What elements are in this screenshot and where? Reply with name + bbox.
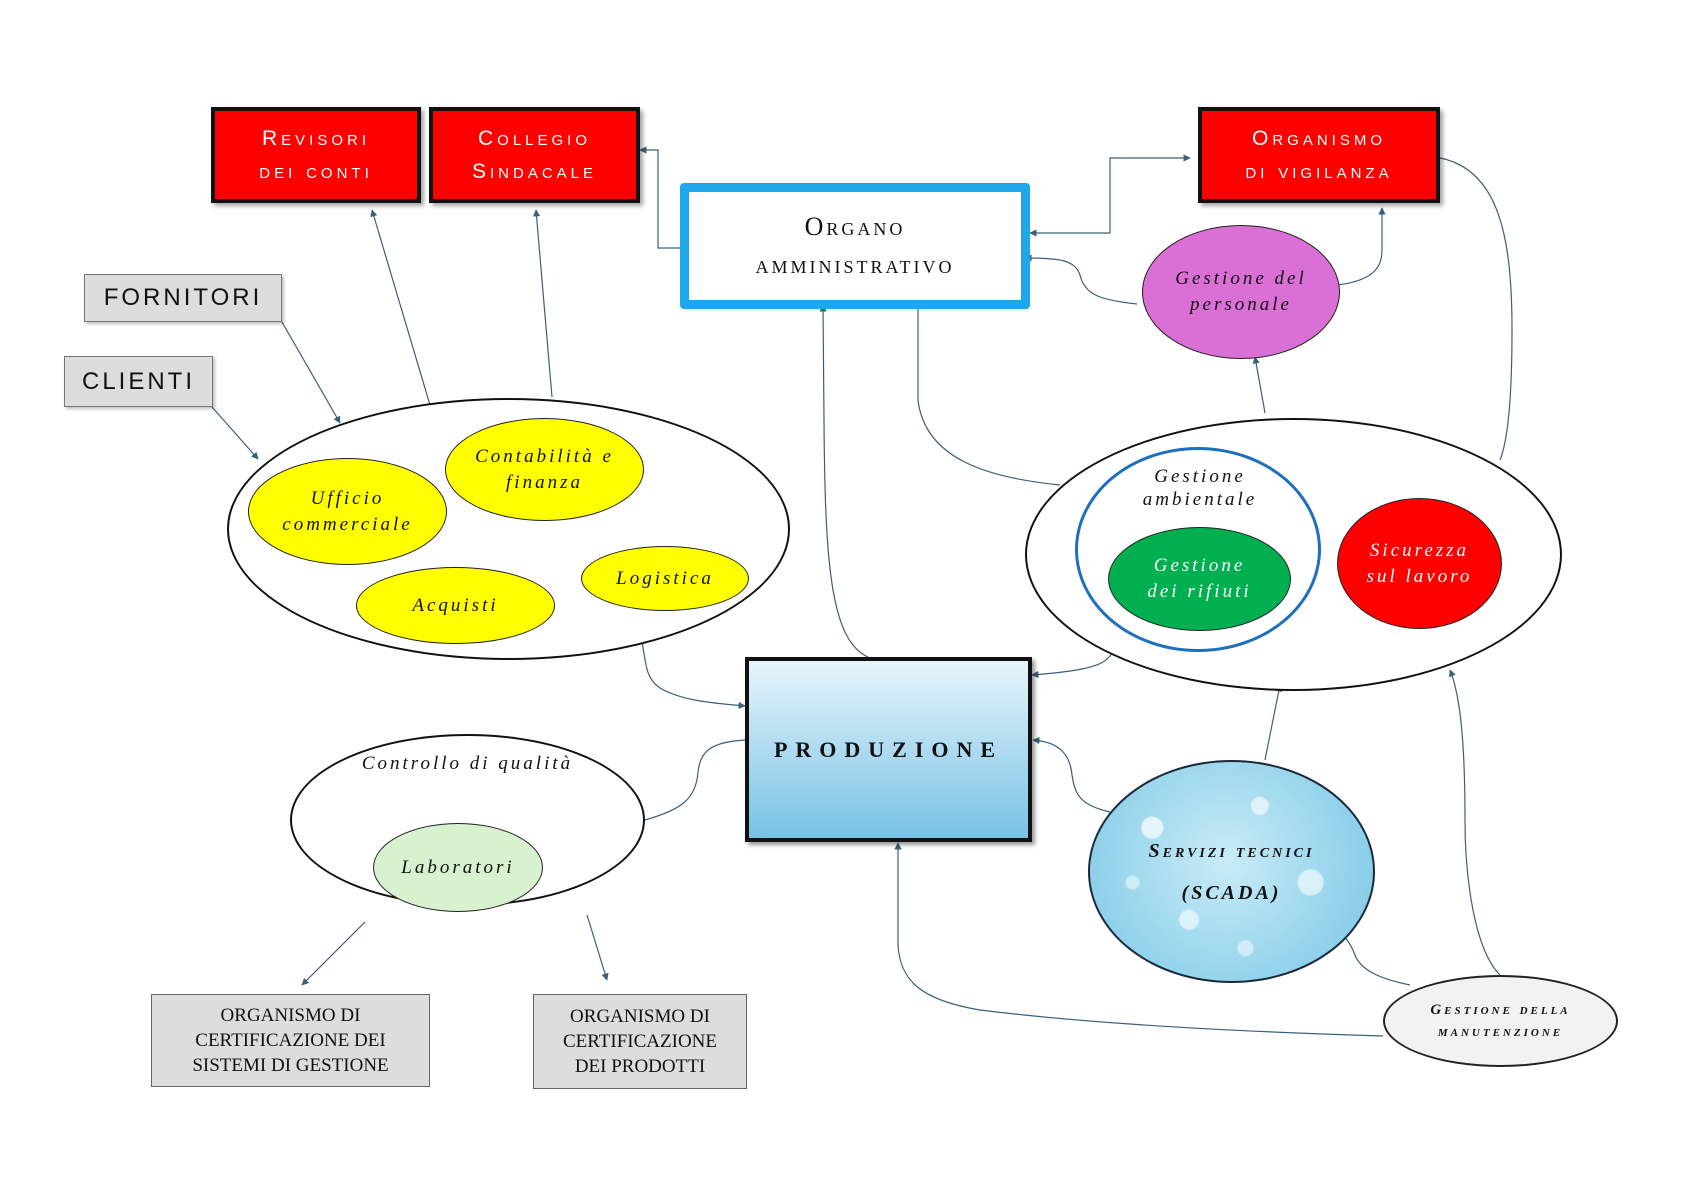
connector-manutenzione-scada: [1344, 937, 1411, 986]
contabilita-finanza-ellipse: Contabilità e finanza: [445, 418, 644, 521]
fornitori-label: FORNITORI: [103, 284, 263, 311]
produzione-box: PRODUZIONE: [745, 657, 1032, 842]
collegio-sindacale-box: Collegio Sindacale: [429, 107, 640, 203]
logistica-ellipse: Logistica: [581, 546, 749, 611]
manutenzione-label: Gestione della manutenzione: [1430, 1002, 1571, 1040]
connector-clienti-commerciale: [211, 406, 259, 460]
cert-sistemi-label: ORGANISMO DI CERTIFICAZIONE DEI SISTEMI …: [192, 1005, 389, 1076]
collegio-label: Collegio Sindacale: [471, 127, 598, 183]
connector-organo-env: [917, 305, 1061, 486]
connector-manutenzione-produzione: [894, 842, 1384, 1037]
contabilita-label: Contabilità e finanza: [475, 445, 614, 493]
connector-scada-env: [1264, 684, 1283, 761]
connector-qualita-cert-sistemi: [301, 921, 366, 986]
gestione-ambientale-label: Gestione ambientale: [1142, 466, 1258, 510]
clienti-box: CLIENTI: [64, 356, 213, 407]
revisori-dei-conti-box: Revisori dei conti: [211, 107, 421, 203]
servizi-tecnici-scada-ellipse: Servizi tecnici (SCADA): [1088, 760, 1375, 983]
connector-commerciale-collegio: [532, 209, 553, 398]
connector-env-personale: [1252, 356, 1266, 414]
organismo-vigilanza-box: Organismo di vigilanza: [1198, 107, 1440, 203]
scada-label: Servizi tecnici (SCADA): [1148, 839, 1315, 904]
cert-sistemi-box: ORGANISMO DI CERTIFICAZIONE DEI SISTEMI …: [151, 994, 430, 1087]
revisori-label: Revisori dei conti: [259, 127, 373, 183]
connector-fornitori-commerciale: [281, 321, 341, 424]
ufficio-commerciale-label: Ufficio commerciale: [282, 487, 413, 535]
connector-produzione-organo: [819, 304, 869, 658]
produzione-label: PRODUZIONE: [773, 736, 1004, 762]
controllo-qualita-label: Controllo di qualità: [361, 753, 574, 774]
connector-commerciale-revisori: [370, 209, 431, 406]
connector-personale-organo: [1024, 254, 1138, 305]
laboratori-label: Laboratori: [401, 856, 515, 878]
gestione-personale-ellipse: Gestione del personale: [1142, 225, 1340, 359]
connector-manutenzione-env: [1449, 669, 1501, 976]
connector-qualita-cert-prodotti: [586, 914, 609, 981]
organo-label: Organo amministrativo: [755, 212, 955, 279]
gestione-rifiuti-ellipse: Gestione dei rifiuti: [1108, 527, 1291, 631]
clienti-label: CLIENTI: [81, 367, 195, 395]
sicurezza-lavoro-ellipse: Sicurezza sul lavoro: [1337, 498, 1502, 629]
fornitori-box: FORNITORI: [84, 274, 282, 322]
connector-organo-vigilanza: [1029, 154, 1191, 237]
connector-personale-vigilanza: [1336, 207, 1386, 286]
vigilanza-label: Organismo di vigilanza: [1245, 127, 1393, 183]
connector-scada-produzione: [1032, 736, 1111, 813]
acquisti-ellipse: Acquisti: [356, 567, 555, 644]
organo-amministrativo-box: Organo amministrativo: [680, 183, 1030, 309]
sicurezza-label: Sicurezza sul lavoro: [1366, 539, 1473, 587]
logistica-label: Logistica: [616, 567, 714, 589]
ufficio-commerciale-ellipse: Ufficio commerciale: [248, 458, 447, 565]
rifiuti-label: Gestione dei rifiuti: [1147, 555, 1252, 602]
connector-vigilanza-env: [1439, 157, 1513, 461]
personale-label: Gestione del personale: [1175, 268, 1307, 315]
connector-organo-collegio: [639, 146, 680, 249]
connector-produzione-qualita: [644, 739, 746, 821]
gestione-manutenzione-ellipse: Gestione della manutenzione: [1383, 975, 1618, 1067]
connector-commerciale-produzione: [641, 641, 746, 710]
acquisti-label: Acquisti: [412, 594, 499, 616]
cert-prodotti-label: ORGANISMO DI CERTIFICAZIONE DEI PRODOTTI: [562, 1006, 717, 1077]
laboratori-ellipse: Laboratori: [373, 823, 543, 912]
cert-prodotti-box: ORGANISMO DI CERTIFICAZIONE DEI PRODOTTI: [533, 994, 747, 1089]
